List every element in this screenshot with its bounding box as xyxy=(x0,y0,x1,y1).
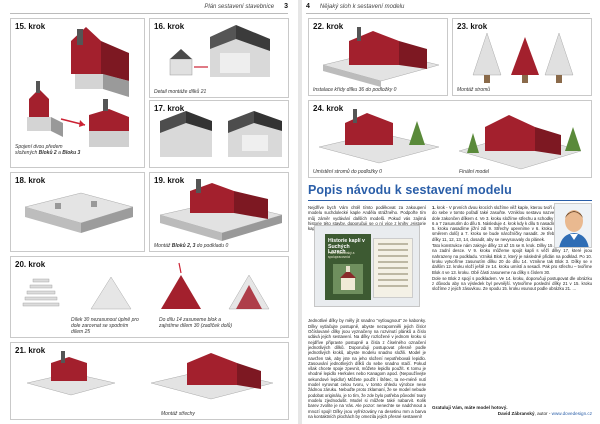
step-20-caption-a: Dílek 30 nezasunout úplně pro dole zarov… xyxy=(71,317,139,335)
step-17-panel: 17. krok xyxy=(149,100,289,168)
step-16-panel: 16. krok Detail montáže dílků 21 xyxy=(149,18,289,98)
step-23-label: 23. krok xyxy=(457,22,488,31)
article-step-2: Tato konstrukce nám zakryje dílky 13 až … xyxy=(432,243,592,275)
step-16-illustration xyxy=(169,25,270,77)
left-running-head: Plán sestavení stavebnice 3 xyxy=(10,3,288,15)
step-24-caption-a: Umístění stromů do podložky 0 xyxy=(313,169,382,175)
step-24-label: 24. krok xyxy=(313,104,344,113)
article-body-a: Jednotlivé dílky by měly jít snadno "vyt… xyxy=(308,318,426,419)
author-photo xyxy=(554,203,592,248)
step-15-label: 15. krok xyxy=(15,22,46,31)
right-running-head: 4 Nějaký sloh k sestavení modelu xyxy=(306,3,586,15)
step-16-caption: Detail montáže dílků 21 xyxy=(154,89,207,95)
step-23-caption: Montáž stromů xyxy=(457,87,491,93)
left-running-head-text: Plán sestavení stavebnice xyxy=(204,4,275,10)
article-column-a: Nejdříve bych Vám chtěl tímto poděkovat … xyxy=(308,205,426,420)
right-running-head-text: Nějaký sloh k sestavení modelu xyxy=(319,4,405,10)
article-step-3: Dole se Blok 2 spojí s podkladem. Ve 14.… xyxy=(432,275,592,292)
credits-congrats: Gratuluji Vám, máte model hotový. xyxy=(432,405,508,410)
step-17-illustration xyxy=(160,111,282,157)
chapel-photo-icon xyxy=(333,264,363,294)
step-20-label: 20. krok xyxy=(15,260,46,269)
right-head-rule xyxy=(306,13,590,14)
step-19-illustration xyxy=(159,179,283,241)
step-22-illustration xyxy=(322,27,440,87)
step-19-panel: 19. krok Montáž Bloků 2, 3 do podkladu 0 xyxy=(149,172,289,252)
step-24-caption-b: Finální model xyxy=(459,169,490,175)
book-image: Historie kaplí v Suchých Lazech Pavel Zá… xyxy=(314,225,420,307)
author-portrait-icon xyxy=(555,204,591,247)
step-22-label: 22. krok xyxy=(313,22,344,31)
step-15-caption: Spojení dvou předem složených Bloků 2 a … xyxy=(15,144,81,156)
step-20-illustration xyxy=(22,262,270,310)
step-18-illustration xyxy=(24,192,134,233)
author-website-link[interactable]: www.dovedesign.cz xyxy=(551,410,592,416)
book-cover: Historie kaplí v Suchých Lazech Pavel Zá… xyxy=(325,234,371,300)
left-page: Plán sestavení stavebnice 3 xyxy=(0,0,298,424)
right-page-number: 4 xyxy=(306,3,310,10)
book-back-cover xyxy=(373,238,413,298)
step-19-label: 19. krok xyxy=(154,176,185,185)
step-19-caption: Montáž Bloků 2, 3 do podkladu 0 xyxy=(154,243,229,249)
author-role: , autor - xyxy=(534,410,551,416)
step-16-label: 16. krok xyxy=(154,22,185,31)
spine-gutter xyxy=(298,0,302,424)
step-20-panel: 20. krok Dílek 30 nezasunout úplně pro d… xyxy=(10,256,289,338)
author-name: David Zábranský xyxy=(497,410,535,416)
step-17-label: 17. krok xyxy=(154,104,185,113)
step-21-illustration xyxy=(26,351,274,400)
left-head-rule xyxy=(10,13,288,14)
step-15-panel: 15. krok Spojení dvou předem složených B… xyxy=(10,18,145,168)
step-24-panel: 24. krok Umístění stromů do podložky 0 F… xyxy=(308,100,592,178)
article-credits: Gratuluji Vám, máte model hotový. David … xyxy=(432,405,592,416)
right-page: 4 Nějaký sloh k sestavení modelu 22. kro… xyxy=(302,0,600,424)
step-18-panel: 18. krok xyxy=(10,172,145,252)
step-23-illustration xyxy=(472,32,574,83)
book-cover-subtitle: Pavel Zábranský a spolupracovníci xyxy=(328,251,355,259)
step-21-label: 21. krok xyxy=(15,346,46,355)
step-24-illustration xyxy=(318,109,582,170)
step-22-caption: Instalace křídy dílku 36 do podložky 0 xyxy=(313,87,397,93)
step-20-caption-b: Do dílu 14 zasuneme blok a zajistíme díl… xyxy=(159,317,233,329)
step-21-panel: 21. krok Montáž střechy xyxy=(10,342,289,420)
step-15-illustration xyxy=(27,27,129,147)
step-23-panel: 23. krok Montáž stromů xyxy=(452,18,592,96)
step-21-caption: Montáž střechy xyxy=(161,411,195,417)
article-column-b: 1. krok - V prvních dvou krocích složíme… xyxy=(432,205,592,420)
article-title: Popis návodu k sestavení modelu xyxy=(308,183,512,197)
step-18-label: 18. krok xyxy=(15,176,46,185)
left-page-number: 3 xyxy=(284,3,288,10)
article-step-1: 1. krok - V prvních dvou krocích složíme… xyxy=(432,205,592,242)
step-22-panel: 22. krok Instalace křídy dílku 36 do pod… xyxy=(308,18,448,96)
book-cover-title: Historie kaplí v Suchých Lazech xyxy=(328,238,365,255)
article-title-rule xyxy=(308,200,592,201)
